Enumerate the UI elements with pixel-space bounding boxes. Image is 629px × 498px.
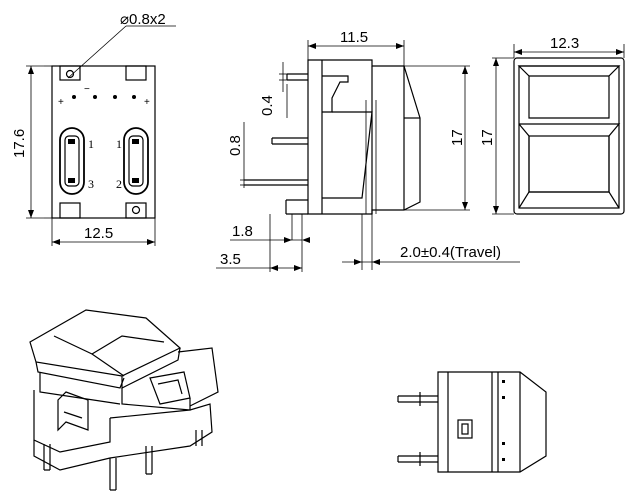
plus-right-label: + — [144, 97, 150, 108]
pin-length-label: 3.5 — [220, 251, 241, 268]
minus-label: − — [84, 84, 90, 95]
offset-label: 0.4 — [259, 95, 276, 116]
pin-2-label: 2 — [116, 177, 122, 191]
front-height-label: 17.6 — [11, 129, 28, 158]
pin-dia-label: 0.8 — [227, 135, 244, 156]
cap-view: 12.3 17 — [479, 35, 625, 215]
hole-note: ⌀0.8x2 — [120, 11, 166, 28]
pin-spacing-label: 1.8 — [232, 223, 253, 240]
cap-width-label: 12.3 — [550, 35, 579, 52]
small-side-view — [397, 371, 547, 473]
side-height-label: 17 — [449, 129, 466, 146]
side-view: 11.5 17 0.4 0.8 1.8 3.5 — [216, 29, 520, 272]
cap-height-label: 17 — [479, 129, 496, 146]
plus-left-label: + — [58, 97, 64, 108]
front-width-label: 12.5 — [84, 225, 113, 242]
pin-1-right-label: 1 — [116, 137, 122, 151]
side-width-label: 11.5 — [340, 29, 368, 46]
front-view: + + − 1 1 3 2 ⌀0.8x2 17.6 12.5 — [11, 11, 176, 246]
isometric-view — [29, 309, 219, 491]
pin-1-label: 1 — [88, 137, 94, 151]
pin-3-label: 3 — [88, 177, 94, 191]
travel-label: 2.0±0.4(Travel) — [400, 244, 501, 261]
